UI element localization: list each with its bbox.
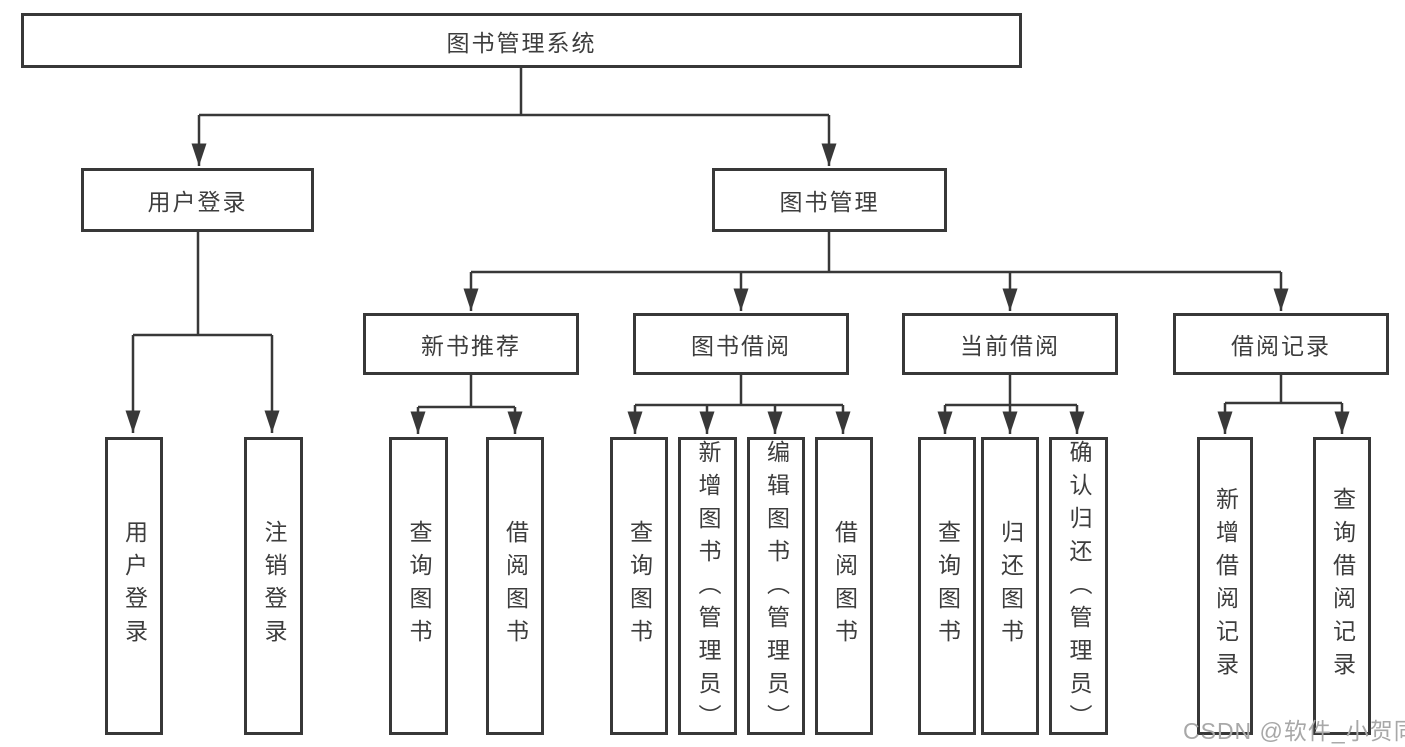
node-root: 图书管理系统 <box>21 13 1022 68</box>
leaf-book-borrow-3: 借阅图书 <box>815 437 873 735</box>
leaf-user-login-1: 注销登录 <box>244 437 303 735</box>
leaf-current-borrow-0: 查询图书 <box>918 437 976 735</box>
connector-skeleton <box>133 68 1342 409</box>
leaf-current-borrow-1: 归还图书 <box>981 437 1039 735</box>
leaf-book-borrow-1: 新增图书（管理员） <box>678 437 737 737</box>
node-book-borrow: 图书借阅 <box>633 313 849 375</box>
leaf-book-borrow-2: 编辑图书（管理员） <box>747 437 805 737</box>
leaf-current-borrow-2: 确认归还（管理员） <box>1049 437 1108 737</box>
node-user-login: 用户登录 <box>81 168 314 232</box>
node-borrow-records: 借阅记录 <box>1173 313 1389 375</box>
leaf-new-book-rec-0: 查询图书 <box>389 437 448 735</box>
node-new-book-rec: 新书推荐 <box>363 313 579 375</box>
node-current-borrow: 当前借阅 <box>902 313 1118 375</box>
leaf-borrow-records-0: 新增借阅记录 <box>1197 437 1253 735</box>
leaf-new-book-rec-1: 借阅图书 <box>486 437 544 735</box>
node-book-mgmt: 图书管理 <box>712 168 947 232</box>
leaf-borrow-records-1: 查询借阅记录 <box>1313 437 1371 735</box>
connector-arrows <box>125 115 1350 434</box>
leaf-user-login-0: 用户登录 <box>105 437 163 735</box>
csdn-watermark: CSDN @软件_小贺同学 <box>1183 718 1405 744</box>
leaf-book-borrow-0: 查询图书 <box>610 437 668 735</box>
